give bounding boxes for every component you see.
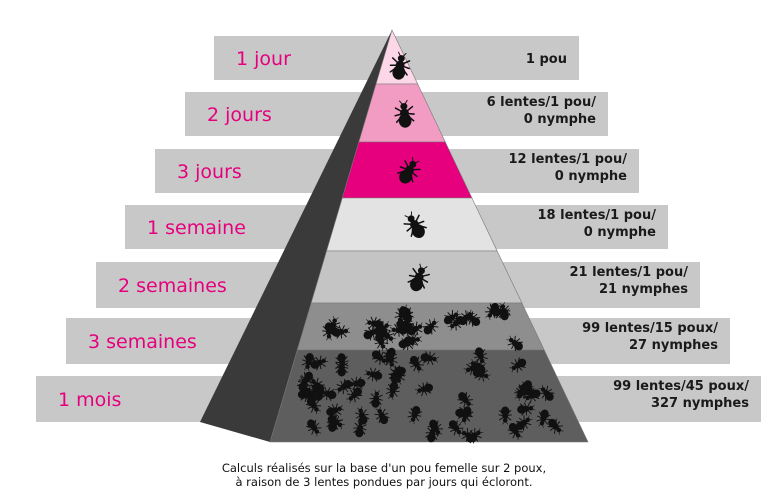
count-label-3-line-1: 12 lentes/1 pou/ xyxy=(509,152,628,167)
period-label-2: 2 jours xyxy=(207,104,272,126)
period-label-3: 3 jours xyxy=(177,161,242,183)
pyramid-side-face xyxy=(200,30,392,442)
count-label-4-line-2: 0 nymphe xyxy=(584,225,656,240)
caption-line-2: à raison de 3 lentes pondues par jours q… xyxy=(235,475,533,489)
count-label-7-line-2: 327 nymphes xyxy=(651,396,749,411)
count-label-2-line-2: 0 nymphe xyxy=(524,112,596,127)
period-label-7: 1 mois xyxy=(58,389,121,411)
count-label-6-line-2: 27 nymphes xyxy=(629,338,718,353)
count-label-6-line-1: 99 lentes/15 poux/ xyxy=(582,321,718,336)
count-label-4-line-1: 18 lentes/1 pou/ xyxy=(538,208,657,223)
count-label-2-line-1: 6 lentes/1 pou/ xyxy=(487,95,597,110)
count-label-5-line-1: 21 lentes/1 pou/ xyxy=(570,265,689,280)
count-label-7-line-1: 99 lentes/45 poux/ xyxy=(613,379,749,394)
count-label-3-line-2: 0 nymphe xyxy=(555,169,627,184)
period-label-1: 1 jour xyxy=(236,48,291,70)
pyramid-layer-7 xyxy=(269,349,589,443)
caption-line-1: Calculs réalisés sur la base d'un pou fe… xyxy=(221,461,547,475)
count-label-5-line-2: 21 nymphes xyxy=(599,282,688,297)
period-label-4: 1 semaine xyxy=(147,217,246,239)
count-label-1-line-1: 1 pou xyxy=(526,52,567,67)
period-label-5: 2 semaines xyxy=(118,275,227,297)
period-label-6: 3 semaines xyxy=(88,331,197,353)
caption: Calculs réalisés sur la base d'un pou fe… xyxy=(0,461,768,489)
